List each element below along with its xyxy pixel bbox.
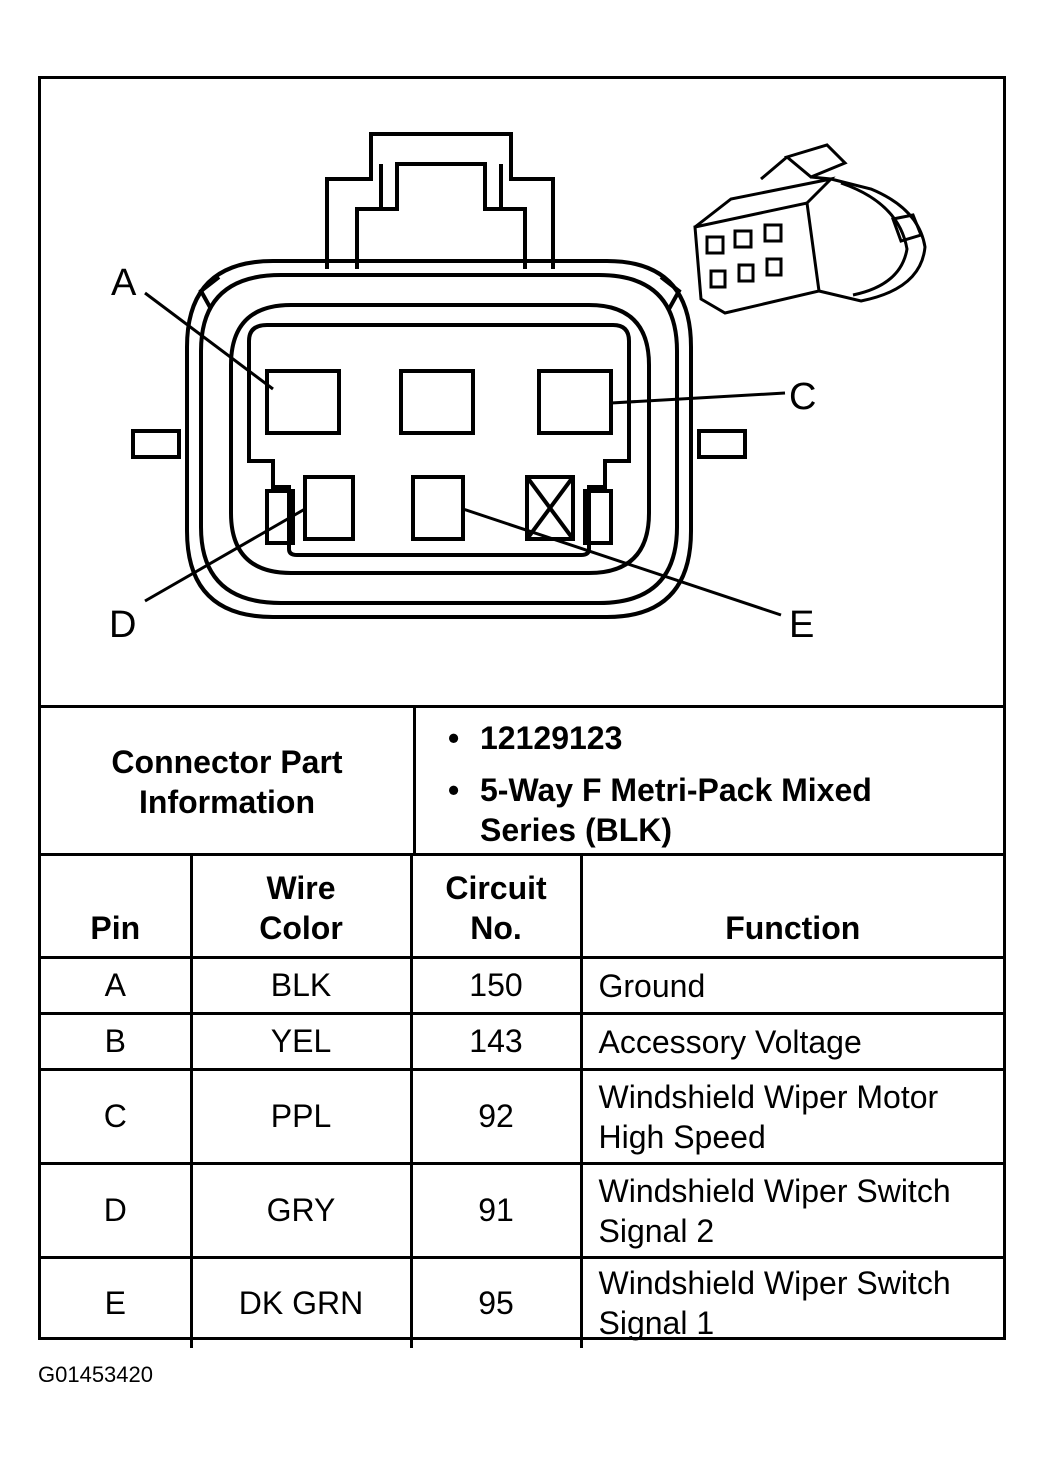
connector-right-tab xyxy=(697,429,747,459)
terminal-a xyxy=(265,369,341,435)
header-circuit-no: Circuit No. xyxy=(409,853,583,959)
pin-label-e: E xyxy=(789,604,814,646)
table-row: E DK GRN 95 Windshield Wiper Switch Sign… xyxy=(41,1256,1003,1348)
cell-pin: E xyxy=(41,1256,193,1348)
table-row: C PPL 92 Windshield Wiper Motor High Spe… xyxy=(41,1068,1003,1165)
cell-wire-color: YEL xyxy=(189,1012,413,1071)
leader-c xyxy=(610,391,786,405)
cell-function: Windshield Wiper Switch Signal 1 xyxy=(579,1256,1003,1348)
leader-d xyxy=(144,507,306,603)
cell-wire-color: GRY xyxy=(189,1162,413,1259)
connector-figure-frame: A C D E Connector Part Information 12129… xyxy=(38,76,1006,1348)
table-row: B YEL 143 Accessory Voltage xyxy=(41,1012,1003,1071)
connector-3d-illustration xyxy=(693,143,927,315)
figure-id: G01453420 xyxy=(38,1362,153,1387)
pin-label-c: C xyxy=(789,376,816,418)
cell-wire-color: DK GRN xyxy=(189,1256,413,1348)
cell-circuit: 95 xyxy=(409,1256,583,1348)
part-number: 12129123 xyxy=(448,718,1003,758)
connector-info-title: Connector Part Information xyxy=(41,708,416,856)
cell-pin: D xyxy=(41,1162,193,1259)
connector-left-tab xyxy=(131,429,181,459)
cell-wire-color: BLK xyxy=(189,956,413,1015)
pin-label-d: D xyxy=(109,604,136,646)
cell-pin: C xyxy=(41,1068,193,1165)
terminal-e xyxy=(411,475,465,541)
terminal-c xyxy=(537,369,613,435)
leader-a xyxy=(144,291,274,391)
connector-face-diagram: A C D E xyxy=(109,132,927,646)
connector-latch-inner xyxy=(355,162,527,269)
connector-outer-shell xyxy=(185,259,693,619)
cell-wire-color: PPL xyxy=(189,1068,413,1165)
cell-function: Windshield Wiper Motor High Speed xyxy=(579,1068,1003,1165)
connector-inner-shell xyxy=(229,303,651,575)
connector-info-row: Connector Part Information 12129123 5-Wa… xyxy=(41,705,1003,856)
header-function: Function xyxy=(579,853,1003,959)
connector-latch xyxy=(325,132,555,269)
cell-circuit: 150 xyxy=(409,956,583,1015)
header-wire-color: Wire Color xyxy=(189,853,413,959)
cell-function: Windshield Wiper Switch Signal 2 xyxy=(579,1162,1003,1259)
part-description: 5-Way F Metri-Pack Mixed Series (BLK) xyxy=(448,770,1003,850)
cell-function: Accessory Voltage xyxy=(579,1012,1003,1071)
table-row: A BLK 150 Ground xyxy=(41,956,1003,1015)
cell-function: Ground xyxy=(579,956,1003,1015)
cell-circuit: 143 xyxy=(409,1012,583,1071)
connector-info-list: 12129123 5-Way F Metri-Pack Mixed Series… xyxy=(416,708,1003,856)
cell-circuit: 92 xyxy=(409,1068,583,1165)
connector-middle-shell xyxy=(199,273,679,605)
cell-circuit: 91 xyxy=(409,1162,583,1259)
connector-cavity xyxy=(247,323,631,557)
leader-e xyxy=(462,507,782,617)
cell-pin: B xyxy=(41,1012,193,1071)
table-row: D GRY 91 Windshield Wiper Switch Signal … xyxy=(41,1162,1003,1259)
pin-label-a: A xyxy=(111,262,137,304)
pinout-header-row: Pin Wire Color Circuit No. Function xyxy=(41,853,1003,959)
terminal-b xyxy=(399,369,475,435)
pinout-table: Pin Wire Color Circuit No. Function A BL… xyxy=(41,853,1003,1348)
cell-pin: A xyxy=(41,956,193,1015)
header-pin: Pin xyxy=(41,853,193,959)
terminal-d xyxy=(303,475,355,541)
